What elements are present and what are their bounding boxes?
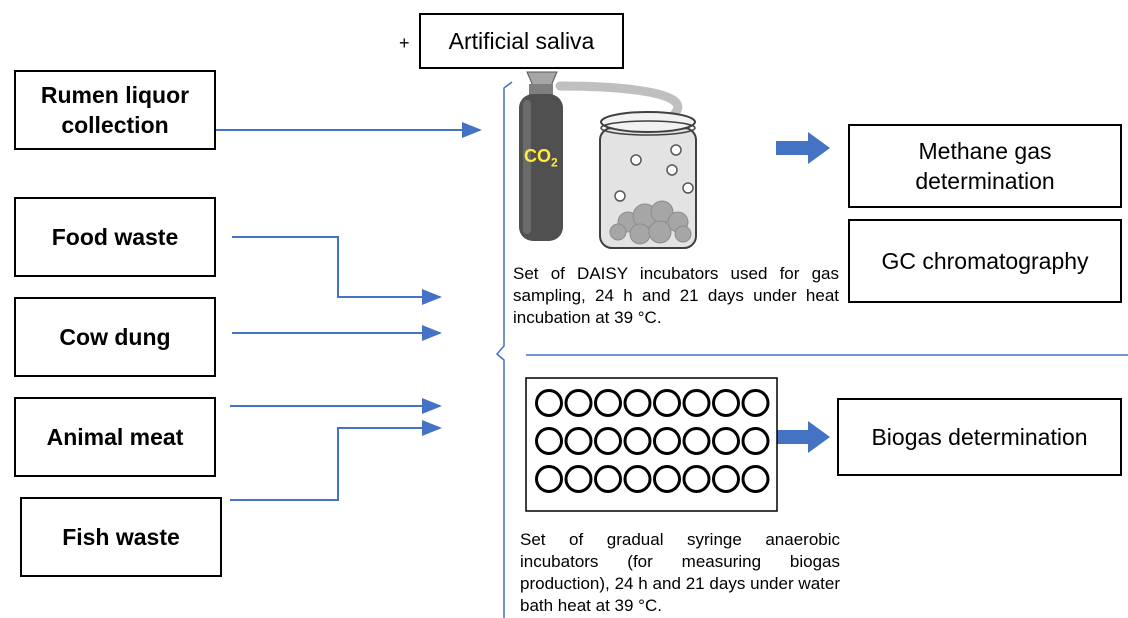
- output-label-methane: Methane gas determination: [915, 138, 1055, 194]
- plus-sign: +: [399, 33, 410, 53]
- artificial-saliva-box: Artificial saliva: [419, 13, 624, 69]
- artificial-saliva-label: Artificial saliva: [448, 28, 595, 54]
- syringe-well: [564, 465, 593, 493]
- input-label-meat: Animal meat: [46, 424, 184, 450]
- syringe-caption: Set of gradual syringe anaerobic incubat…: [520, 530, 840, 615]
- output-box-methane: Methane gas determination: [848, 124, 1122, 208]
- syringe-well: [682, 427, 711, 455]
- syringe-well: [712, 389, 740, 417]
- syringe-well: [535, 427, 563, 455]
- syringe-well: [712, 465, 740, 493]
- co2-cylinder-icon: [519, 71, 563, 241]
- syringe-well: [653, 465, 681, 493]
- syringe-well: [741, 427, 770, 455]
- output-label-biogas: Biogas determination: [871, 424, 1088, 450]
- syringe-well: [623, 389, 652, 417]
- input-box-food: Food waste: [14, 197, 216, 277]
- input-label-cow: Cow dung: [59, 324, 171, 350]
- input-box-meat: Animal meat: [14, 397, 216, 477]
- daisy-caption: Set of DAISY incubators used for gas sam…: [513, 264, 839, 327]
- bracket: [495, 81, 513, 618]
- syringe-well: [653, 427, 681, 455]
- arrow-fish: [230, 420, 442, 501]
- input-label-rumen: Rumen liquor collection: [40, 82, 190, 138]
- output-label-gc: GC chromatography: [881, 248, 1089, 274]
- input-box-rumen: Rumen liquor collection: [14, 70, 216, 150]
- output-box-gc: GC chromatography: [848, 219, 1122, 303]
- syringe-well: [564, 389, 593, 417]
- block-arrow-biogas: [776, 421, 830, 453]
- syringe-well: [564, 427, 593, 455]
- syringe-well: [741, 465, 770, 493]
- syringe-well: [594, 427, 622, 455]
- input-label-food: Food waste: [51, 224, 179, 250]
- arrow-food: [232, 236, 442, 305]
- syringe-well: [682, 465, 711, 493]
- co2-label: CO2: [524, 146, 558, 170]
- syringe-well: [623, 427, 652, 455]
- input-box-fish: Fish waste: [20, 497, 222, 577]
- block-arrow-methane: [776, 132, 830, 164]
- incubator-jar-icon: [599, 111, 697, 249]
- syringe-well: [594, 465, 622, 493]
- input-box-cow: Cow dung: [14, 297, 216, 377]
- syringe-well: [682, 389, 711, 417]
- syringe-well: [712, 427, 740, 455]
- output-box-biogas: Biogas determination: [837, 398, 1122, 476]
- syringe-wells: [535, 389, 770, 493]
- input-label-fish: Fish waste: [62, 524, 180, 550]
- syringe-well: [535, 465, 563, 493]
- syringe-well: [594, 389, 622, 417]
- syringe-well: [741, 389, 770, 417]
- syringe-well: [653, 389, 681, 417]
- syringe-well: [623, 465, 652, 493]
- syringe-well: [535, 389, 563, 417]
